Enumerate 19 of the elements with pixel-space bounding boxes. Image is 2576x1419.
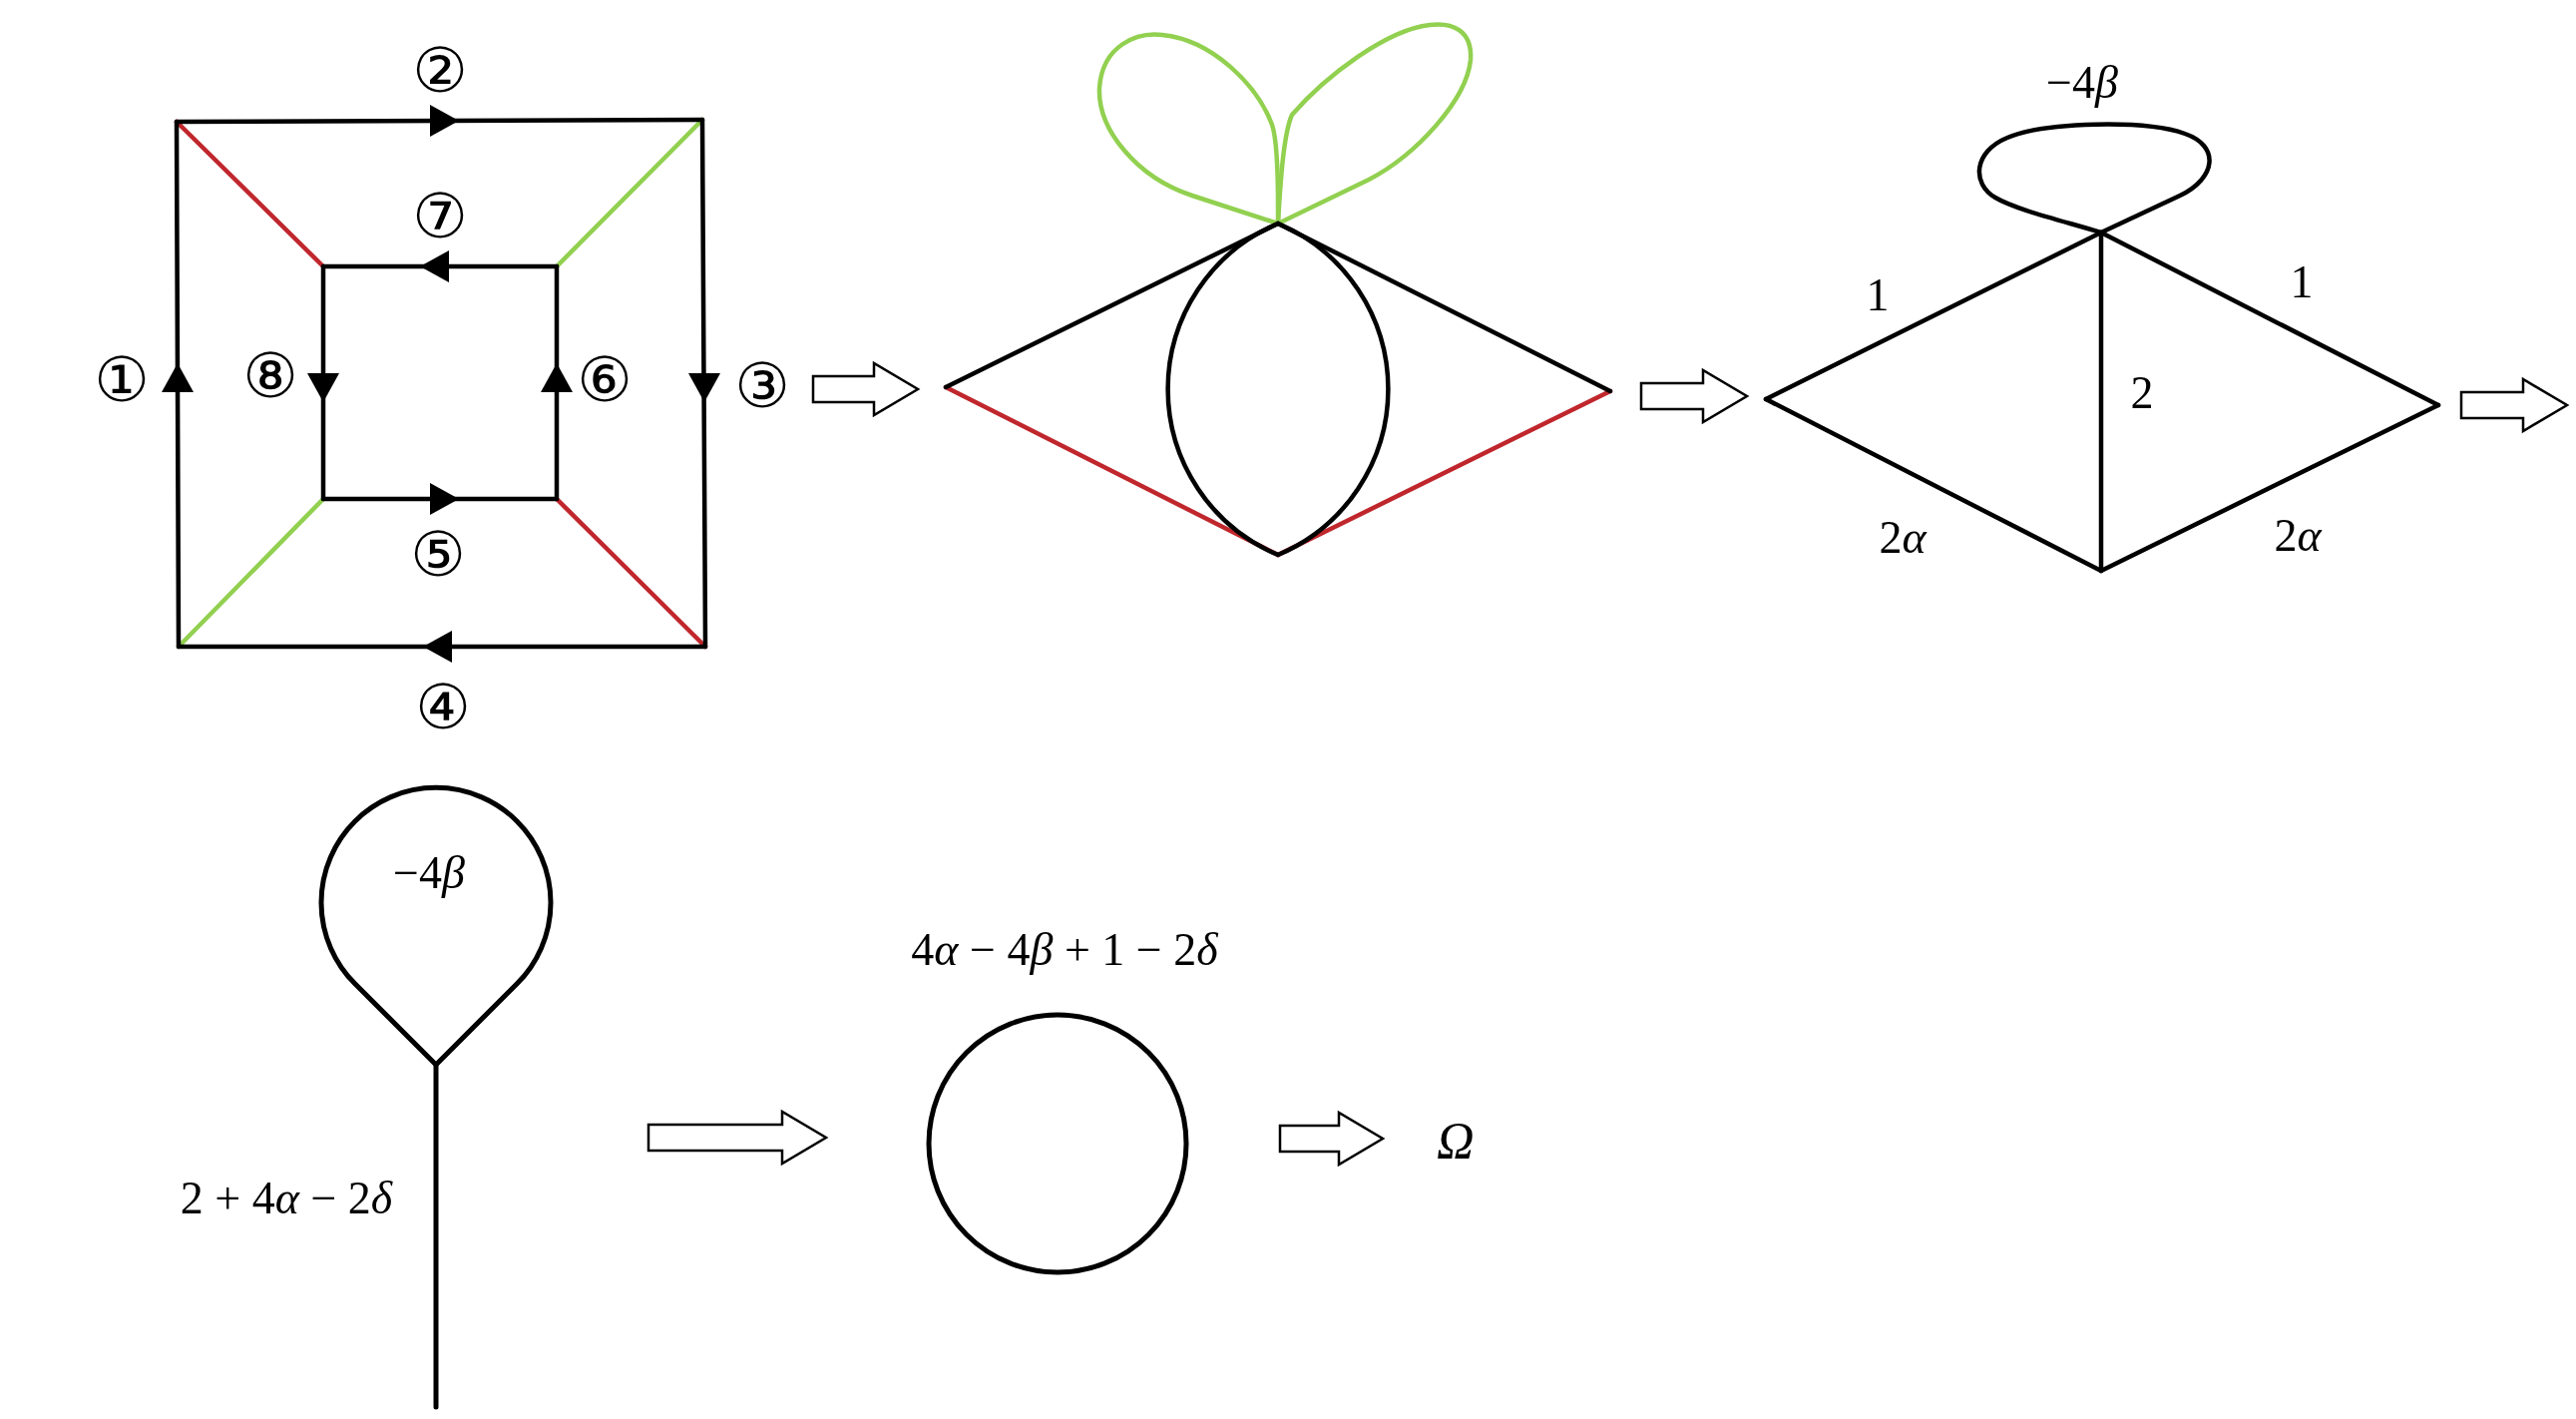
math-expression: 4α − 4β + 1 − 2δ	[911, 927, 1218, 973]
edge-weight: −4β	[2046, 60, 2118, 106]
math-symbol: Ω	[1437, 1116, 1475, 1168]
hollow-arrow	[646, 1109, 829, 1167]
edge-weight: 1	[1866, 272, 1890, 318]
edge-weight: 2	[2130, 370, 2154, 416]
circled-number: ②	[412, 40, 468, 102]
hollow-arrow	[811, 360, 921, 418]
math-expression: 2 + 4α − 2δ	[180, 1176, 393, 1221]
hollow-arrow	[1278, 1110, 1386, 1168]
hollow-arrow	[1639, 367, 1750, 425]
circled-number: ④	[415, 677, 471, 738]
edge-weight: −4β	[393, 850, 465, 896]
circled-number: ③	[734, 355, 790, 417]
circled-number: ①	[94, 349, 150, 411]
hollow-arrow	[2459, 376, 2570, 434]
edge-weight: 2α	[1879, 515, 1927, 561]
edge-weight: 2α	[2274, 513, 2322, 559]
edge-weight: 1	[2290, 259, 2314, 305]
